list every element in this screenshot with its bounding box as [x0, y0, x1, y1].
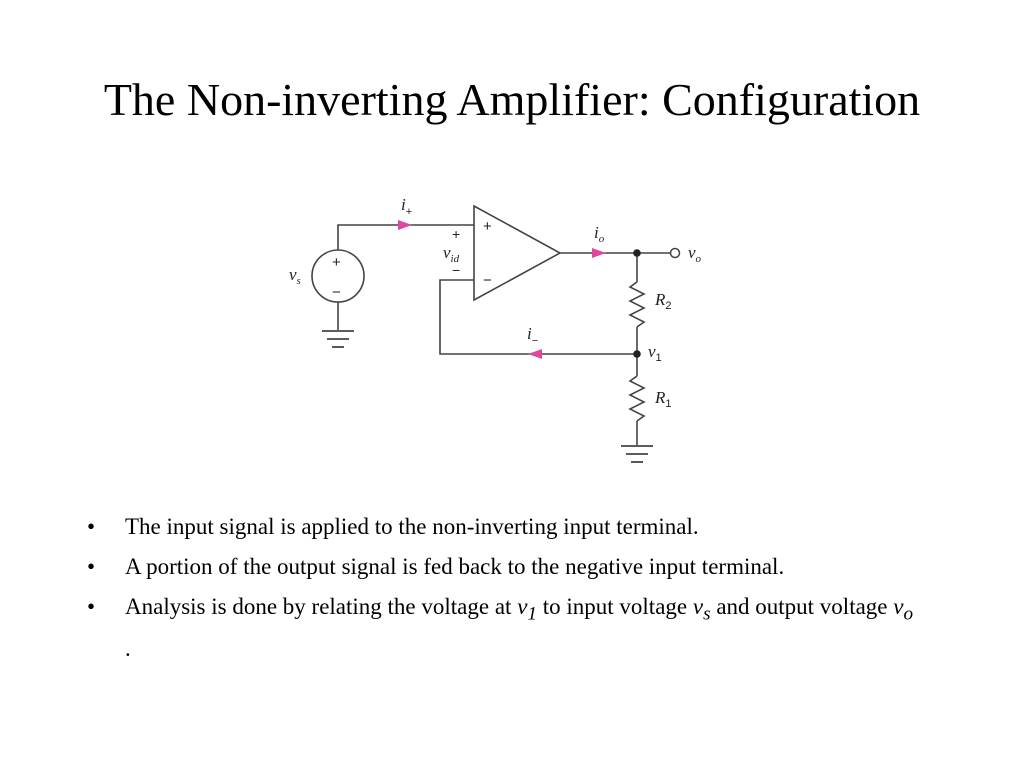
v-s-label: vs — [289, 265, 301, 287]
opamp-minus-sign: − — [483, 272, 492, 289]
bullet-marker: • — [87, 514, 96, 539]
bullet-text: Analysis is done by relating the voltage… — [125, 594, 913, 661]
r1-resistor — [628, 375, 646, 422]
i-minus-arrow-icon — [528, 349, 542, 359]
source-ground-icon — [322, 330, 354, 348]
output-terminal — [669, 247, 681, 259]
bullet-marker: • — [87, 554, 96, 579]
slide-title: The Non-inverting Amplifier: Configurati… — [103, 74, 921, 125]
r2-resistor — [628, 281, 646, 328]
source-minus-sign: − — [332, 284, 341, 301]
v-id-label: vid — [443, 243, 460, 265]
current-arrows — [398, 220, 606, 359]
v1-node-dot — [633, 350, 641, 358]
bullet-item: • Analysis is done by relating the volta… — [78, 590, 918, 666]
bullet-marker: • — [87, 594, 96, 619]
bullet-item: • The input signal is applied to the non… — [78, 510, 918, 544]
v1-symbol: v — [517, 594, 528, 619]
v1-label: v1 — [648, 342, 662, 364]
vs-symbol: v — [692, 594, 704, 619]
v1-subscript: 1 — [527, 603, 537, 625]
bullet-text: The input signal is applied to the non-i… — [125, 514, 699, 539]
bullet-item: • A portion of the output signal is fed … — [78, 550, 918, 584]
r1-label: R1 — [654, 388, 672, 410]
i-o-label: io — [594, 223, 605, 245]
bullet-text-part: . — [125, 635, 131, 661]
bullet-list: • The input signal is applied to the non… — [78, 510, 918, 672]
source-plus-sign: + — [332, 254, 341, 271]
non-inverting-amplifier-circuit: + − + − + − i+ io vo vid vs R2 v1 i− — [289, 195, 702, 463]
input-wire — [337, 224, 474, 250]
bullet-text-part: Analysis is done by relating the voltage… — [125, 594, 518, 619]
feedback-wire — [439, 279, 637, 355]
i-minus-label: i− — [527, 324, 538, 347]
r1-ground-icon — [621, 445, 653, 463]
vid-plus-sign: + — [452, 226, 460, 242]
vo-symbol: v — [893, 594, 904, 619]
output-node-dot — [633, 249, 641, 257]
v-o-label: vo — [688, 243, 702, 265]
voltage-source — [311, 249, 365, 303]
opamp-plus-sign: + — [483, 218, 492, 235]
i-o-arrow-icon — [592, 248, 606, 258]
bullet-text-part: and output voltage — [710, 594, 894, 619]
i-plus-arrow-icon — [398, 220, 412, 230]
circuit-wires — [337, 204, 671, 445]
opamp-triangle — [473, 204, 562, 302]
vid-minus-sign: − — [452, 262, 460, 278]
r2-label: R2 — [654, 290, 672, 312]
i-plus-label: i+ — [401, 195, 412, 218]
vo-subscript: o — [903, 603, 914, 625]
bullet-text-part: to input voltage — [537, 594, 693, 619]
vs-subscript: s — [703, 603, 711, 625]
bullet-text: A portion of the output signal is fed ba… — [125, 554, 785, 579]
